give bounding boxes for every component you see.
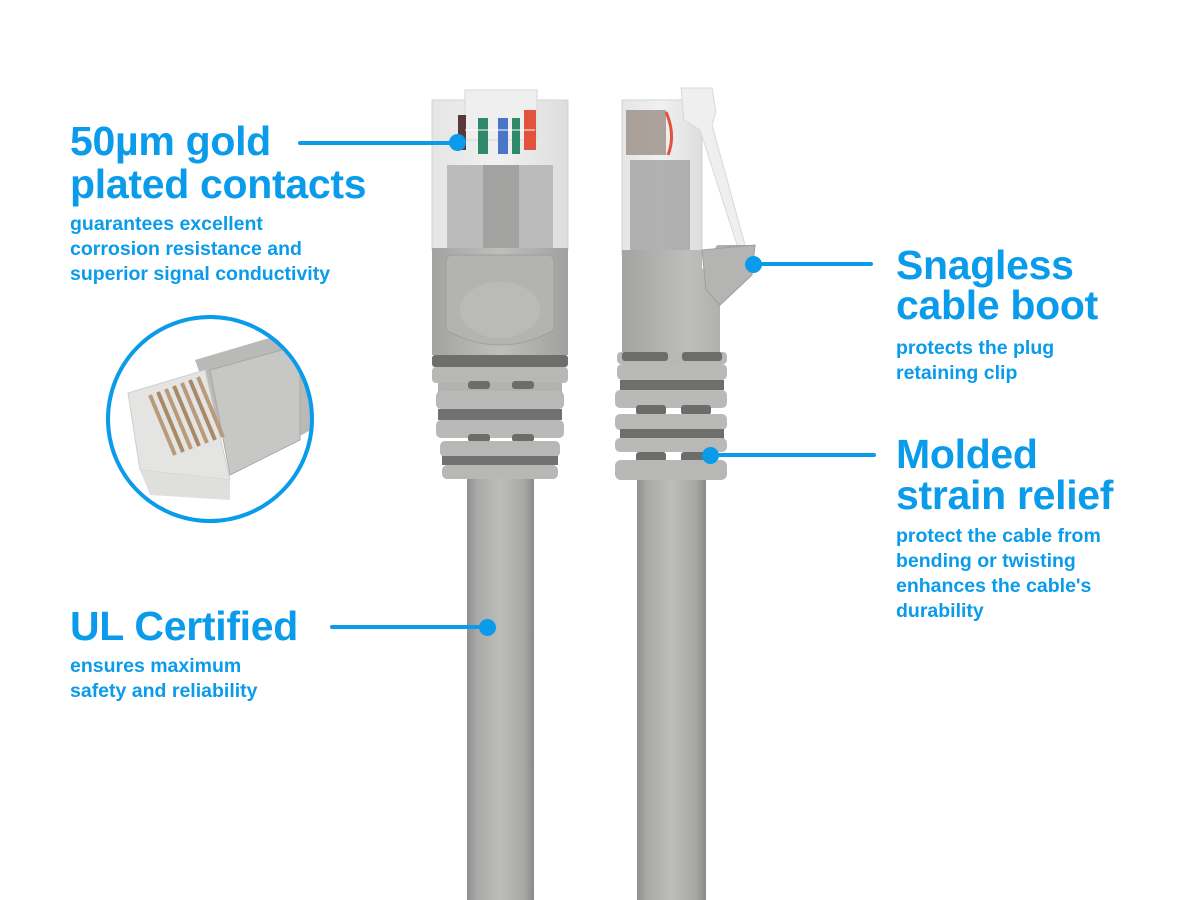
feature-description: enhances the cable's [896,575,1092,597]
feature-title: Snagless [896,242,1074,288]
callout-dot-gold-contacts [449,134,466,151]
feature-description: protects the plug [896,337,1055,359]
callout-line-gold-contacts [298,141,456,145]
feature-description: protect the cable from [896,525,1101,547]
feature-description: guarantees excellent [70,213,263,235]
callout-line-strain-relief [712,453,876,457]
feature-title: plated contacts [70,161,367,207]
feature-title: strain relief [896,472,1114,518]
feature-description: superior signal conductivity [70,263,331,285]
callout-line-ul-certified [330,625,487,629]
callout-dot-strain-relief [702,447,719,464]
callout-line-snagless-boot [755,262,873,266]
feature-description: corrosion resistance and [70,238,302,260]
left-connector [431,89,569,900]
feature-title: 50µm gold [70,118,271,164]
right-connector [615,87,756,900]
feature-description: safety and reliability [70,680,258,702]
feature-title: UL Certified [70,603,299,649]
callout-dot-snagless-boot [745,256,762,273]
feature-description: bending or twisting [896,550,1076,572]
feature-title: cable boot [896,282,1099,328]
callout-dot-ul-certified [479,619,496,636]
feature-description: durability [896,600,984,622]
feature-title: Molded [896,431,1038,477]
contacts-closeup-inset [106,315,314,523]
feature-description: retaining clip [896,362,1018,384]
feature-description: ensures maximum [70,655,242,677]
